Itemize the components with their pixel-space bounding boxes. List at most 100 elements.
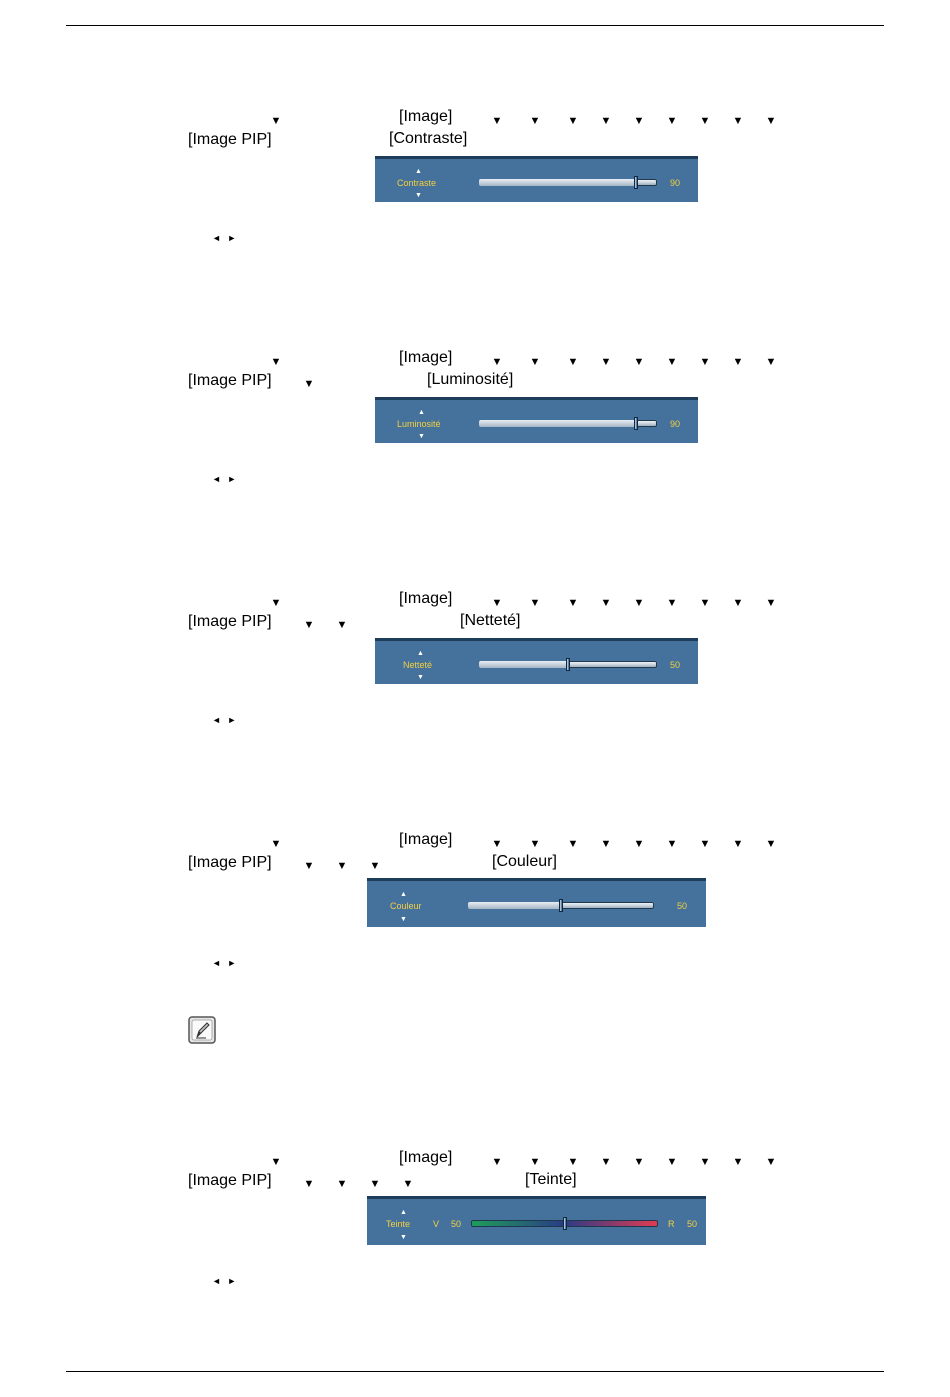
down-arrow-icon: ▼ (418, 433, 425, 440)
menu-image: [Image] (399, 831, 453, 848)
osd-value: 50 (677, 901, 688, 911)
down-arrow-icon: ▼ (699, 356, 711, 368)
down-arrow-icon: ▼ (600, 356, 612, 368)
down-arrow-icon: ▼ (270, 115, 282, 127)
down-arrow-icon: ▼ (270, 1156, 282, 1168)
down-arrow-icon: ▼ (732, 115, 744, 127)
down-arrow-icon: ▼ (567, 597, 579, 609)
slider-track[interactable] (479, 417, 657, 430)
slider-thumb[interactable] (633, 176, 638, 189)
osd-label: Couleur (390, 901, 422, 911)
down-arrow-icon: ▼ (633, 115, 645, 127)
menu-item-label: [Luminosité] (427, 371, 514, 388)
osd-value: 90 (670, 178, 681, 188)
osd-slider-panel: ▲ Couleur ▼ 50 (367, 878, 706, 927)
left-channel-value: 50 (451, 1219, 462, 1229)
down-arrow-icon: ▼ (303, 1178, 315, 1190)
note-pencil-icon (188, 1016, 216, 1044)
osd-label: Teinte (386, 1219, 411, 1229)
down-arrow-icon: ▼ (336, 1178, 348, 1190)
down-arrow-icon: ▼ (529, 115, 541, 127)
down-arrow-icon: ▼ (270, 356, 282, 368)
up-arrow-icon: ▲ (418, 409, 425, 416)
menu-item-label: [Netteté] (460, 612, 521, 629)
right-channel-label: R (668, 1219, 675, 1229)
down-arrow-icon: ▼ (303, 860, 315, 872)
osd-value: 90 (670, 419, 681, 429)
hue-slider-track[interactable] (471, 1217, 658, 1230)
down-arrow-icon: ▼ (699, 838, 711, 850)
down-arrow-icon: ▼ (600, 838, 612, 850)
down-arrow-icon: ▼ (765, 838, 777, 850)
down-arrow-icon: ▼ (567, 838, 579, 850)
osd-slider-panel: ▲ Contraste ▼ 90 (375, 156, 698, 202)
down-arrow-icon: ▼ (666, 115, 678, 127)
up-arrow-icon: ▲ (400, 891, 407, 898)
osd-label: Luminosité (397, 419, 441, 429)
slider-thumb[interactable] (633, 417, 638, 430)
down-arrow-icon: ▼ (491, 838, 503, 850)
down-arrow-icon: ▼ (600, 115, 612, 127)
slider-track[interactable] (479, 658, 657, 671)
down-arrow-icon: ▼ (600, 597, 612, 609)
menu-image: [Image] (399, 590, 453, 607)
down-arrow-icon: ▼ (633, 838, 645, 850)
down-arrow-icon: ▼ (633, 1156, 645, 1168)
slider-track[interactable] (479, 176, 657, 189)
menu-image-pip: [Image PIP] (188, 613, 272, 630)
down-arrow-icon: ▼ (765, 597, 777, 609)
osd-label: Contraste (397, 178, 437, 188)
down-arrow-icon: ▼ (666, 356, 678, 368)
down-arrow-icon: ▼ (666, 1156, 678, 1168)
down-arrow-icon: ▼ (336, 619, 348, 631)
menu-image: [Image] (399, 108, 453, 125)
down-arrow-icon: ▼ (529, 597, 541, 609)
up-arrow-icon: ▲ (415, 168, 422, 175)
footer-rule (66, 1371, 884, 1372)
down-arrow-icon: ▼ (402, 1178, 414, 1190)
up-arrow-icon: ▲ (400, 1209, 407, 1216)
osd-label: Netteté (403, 660, 433, 670)
down-arrow-icon: ▼ (529, 356, 541, 368)
menu-image-pip: [Image PIP] (188, 854, 272, 871)
down-arrow-icon: ▼ (567, 115, 579, 127)
down-arrow-icon: ▼ (732, 838, 744, 850)
left-right-arrows-icon: ◄ ► (212, 233, 239, 243)
header-rule (66, 25, 884, 26)
down-arrow-icon: ▼ (369, 860, 381, 872)
down-arrow-icon: ▼ (765, 1156, 777, 1168)
down-arrow-icon: ▼ (633, 597, 645, 609)
osd-slider-panel: ▲ Luminosité ▼ 90 (375, 397, 698, 443)
slider-thumb[interactable] (559, 899, 563, 912)
slider-track[interactable] (468, 899, 654, 912)
osd-value: 50 (670, 660, 681, 670)
down-arrow-icon: ▼ (415, 192, 422, 199)
slider-fill (479, 661, 568, 668)
down-arrow-icon: ▼ (765, 115, 777, 127)
menu-image: [Image] (399, 1149, 453, 1166)
slider-thumb[interactable] (562, 1217, 567, 1230)
down-arrow-icon: ▼ (567, 356, 579, 368)
left-right-arrows-icon: ◄ ► (212, 958, 239, 968)
menu-item-label: [Couleur] (492, 853, 557, 870)
down-arrow-icon: ▼ (417, 674, 424, 681)
menu-image-pip: [Image PIP] (188, 1172, 272, 1189)
down-arrow-icon: ▼ (529, 1156, 541, 1168)
down-arrow-icon: ▼ (270, 838, 282, 850)
menu-image-pip: [Image PIP] (188, 131, 272, 148)
down-arrow-icon: ▼ (633, 356, 645, 368)
down-arrow-icon: ▼ (400, 1234, 407, 1241)
down-arrow-icon: ▼ (765, 356, 777, 368)
down-arrow-icon: ▼ (699, 597, 711, 609)
down-arrow-icon: ▼ (732, 597, 744, 609)
down-arrow-icon: ▼ (303, 619, 315, 631)
right-channel-value: 50 (687, 1219, 698, 1229)
slider-thumb[interactable] (566, 658, 570, 671)
osd-slider-panel: ▲ Netteté ▼ 50 (375, 638, 698, 684)
down-arrow-icon: ▼ (336, 860, 348, 872)
down-arrow-icon: ▼ (303, 378, 315, 390)
down-arrow-icon: ▼ (491, 597, 503, 609)
slider-fill (468, 902, 561, 909)
down-arrow-icon: ▼ (732, 356, 744, 368)
down-arrow-icon: ▼ (270, 597, 282, 609)
